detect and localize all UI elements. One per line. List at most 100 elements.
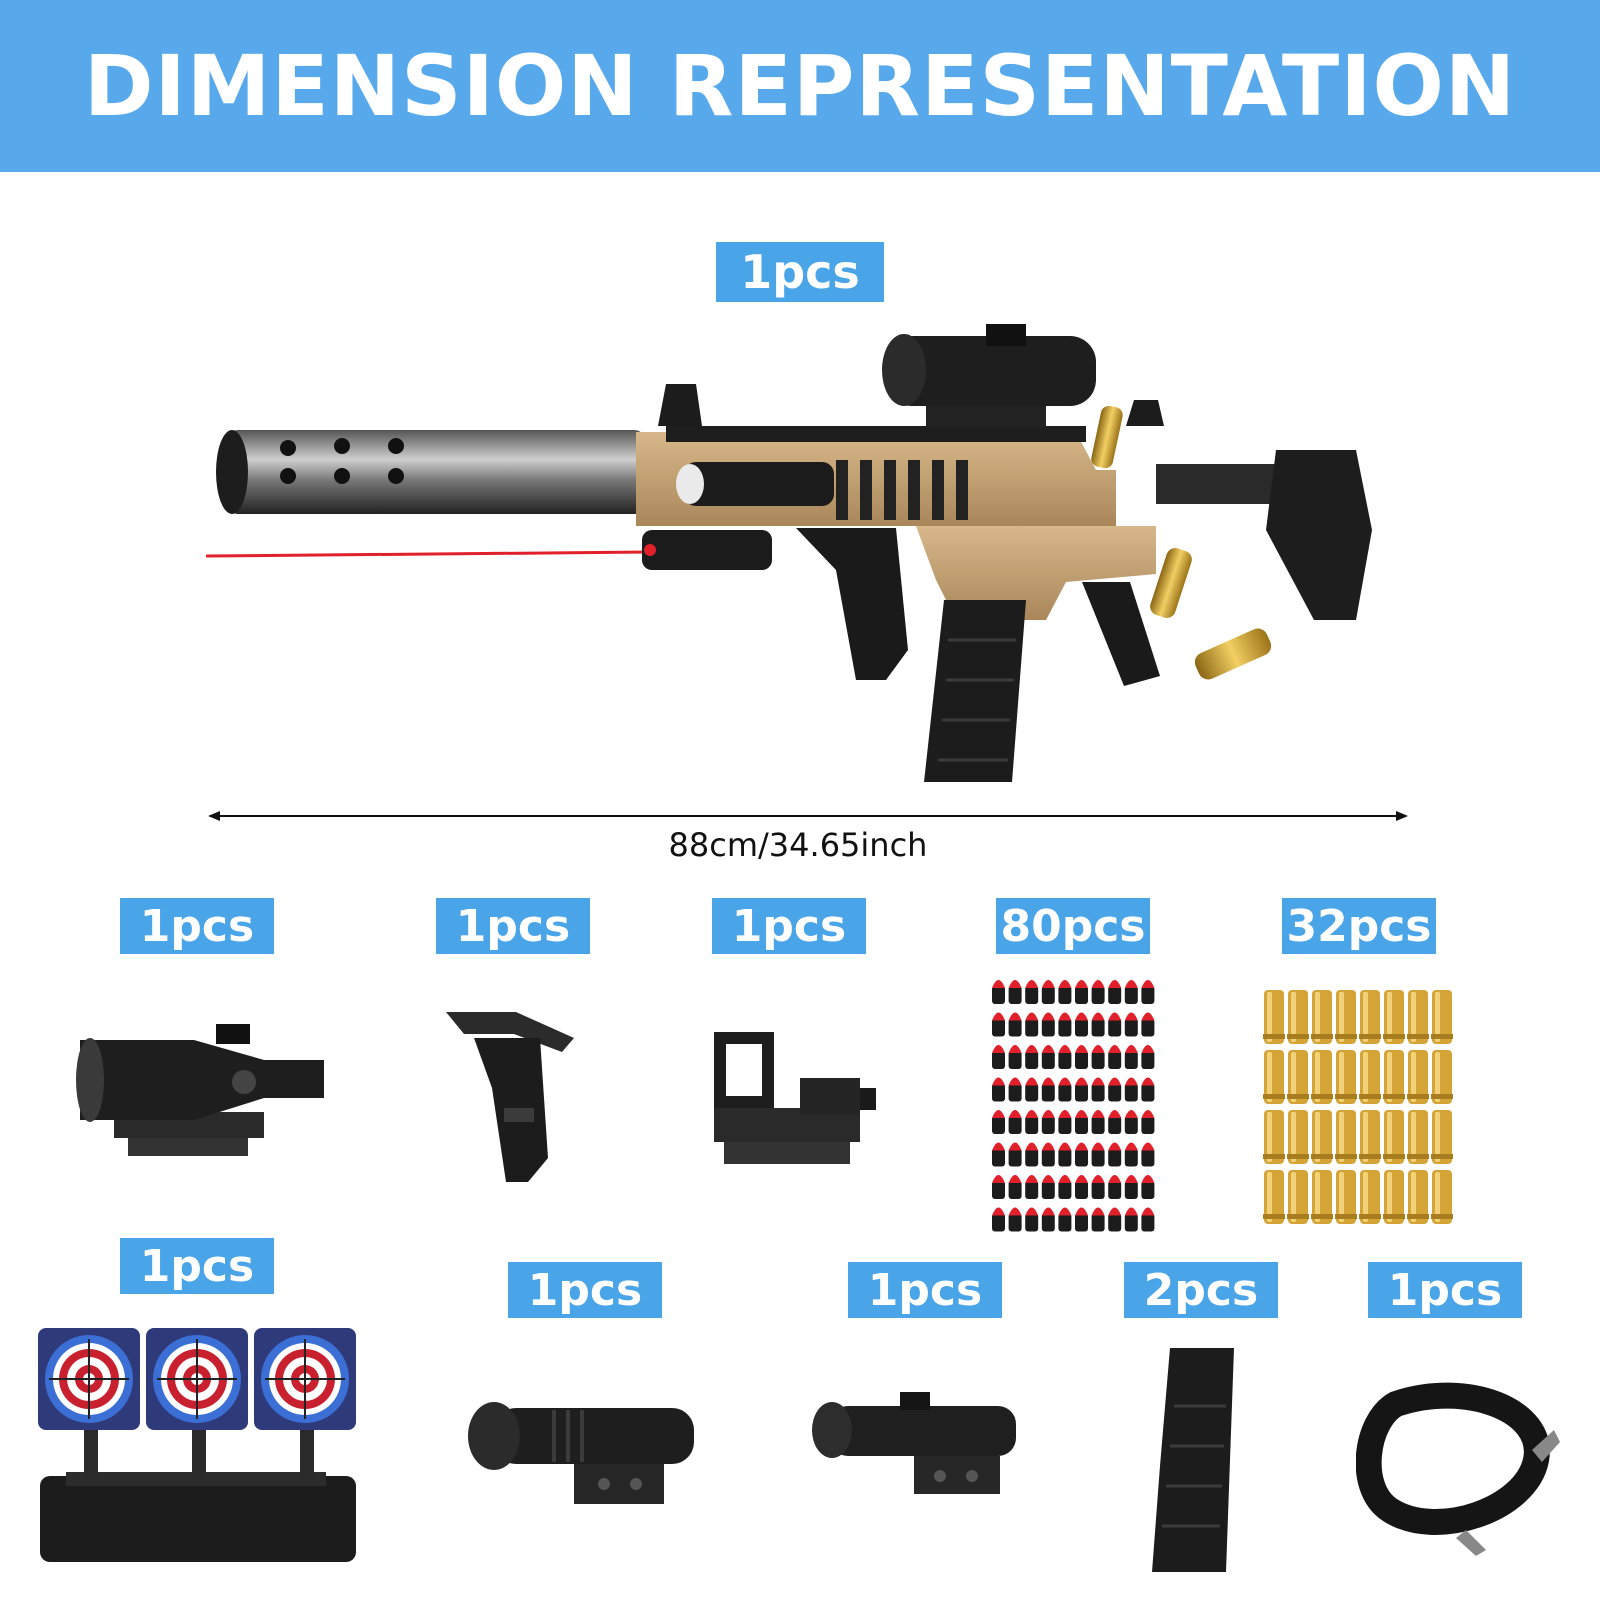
scope-icon (76, 1024, 324, 1156)
foam-dart (1008, 1175, 1022, 1199)
foam-dart (1058, 1142, 1072, 1167)
foam-dart (1025, 980, 1039, 1004)
foam-dart (1075, 1110, 1088, 1134)
shell-casing (1287, 990, 1309, 1044)
foam-dart (1041, 980, 1055, 1004)
shell-casing (1335, 1170, 1357, 1224)
foregrip-quantity-badge: 1pcs (436, 898, 590, 954)
foam-dart (992, 1077, 1005, 1102)
foam-dart (1025, 1175, 1039, 1199)
foam-dart (1058, 1045, 1072, 1069)
foregrip-icon (446, 1012, 574, 1182)
foam-dart (1075, 980, 1088, 1004)
foam-dart (1141, 1012, 1155, 1037)
foam-dart (992, 1142, 1005, 1167)
foam-dart (1025, 1110, 1039, 1134)
shell-casing (1383, 990, 1405, 1044)
foam-dart (1041, 1077, 1055, 1102)
casings-quantity-badge: 32pcs (1282, 898, 1436, 954)
foam-darts-icon (990, 974, 1160, 1241)
foam-dart (992, 980, 1005, 1004)
foam-dart (1108, 1045, 1122, 1069)
foam-dart (1091, 1045, 1105, 1069)
foam-dart (1124, 1045, 1138, 1069)
shell-casing (1335, 1050, 1357, 1104)
foam-dart (1041, 1207, 1055, 1232)
foam-dart (1041, 1175, 1055, 1199)
shell-casing (1311, 990, 1333, 1044)
red-dot-sight-icon (714, 1032, 876, 1164)
main-quantity-badge: 1pcs (716, 242, 884, 302)
foam-dart (1075, 1175, 1088, 1199)
shell-casing (1287, 1170, 1309, 1224)
dimension-arrow (208, 811, 1408, 821)
foam-dart (1108, 1142, 1122, 1167)
shell-casing (1359, 990, 1381, 1044)
foam-dart (1141, 1207, 1155, 1232)
foam-dart (1124, 1175, 1138, 1199)
foam-dart (1124, 1142, 1138, 1167)
foam-dart (1124, 1207, 1138, 1232)
shell-casing (1311, 1050, 1333, 1104)
foam-dart (1091, 1077, 1105, 1102)
red-dot-quantity-badge: 1pcs (712, 898, 866, 954)
shell-casing (1287, 1110, 1309, 1164)
shell-casings-icon (1262, 988, 1458, 1233)
foam-dart (1108, 1012, 1122, 1037)
foam-dart (1041, 1110, 1055, 1134)
foam-dart (1124, 1077, 1138, 1102)
shell-casing (1263, 1050, 1285, 1104)
foam-dart (1124, 980, 1138, 1004)
foam-dart (1058, 1012, 1072, 1037)
foam-dart (1124, 1110, 1138, 1134)
foam-dart (1075, 1012, 1088, 1037)
darts-quantity-badge: 80pcs (996, 898, 1150, 954)
foam-dart (1075, 1142, 1088, 1167)
shell-casing (1431, 1170, 1453, 1224)
foam-dart (1075, 1207, 1088, 1232)
shell-casing (1383, 1170, 1405, 1224)
shell-casing (1359, 1110, 1381, 1164)
foam-dart (1058, 980, 1072, 1004)
foam-dart (1108, 1077, 1122, 1102)
target-icon (38, 1328, 356, 1562)
magazine-icon (1152, 1348, 1234, 1572)
scope-quantity-badge: 1pcs (120, 898, 274, 954)
foam-dart (1075, 1045, 1088, 1069)
shell-casing (1335, 990, 1357, 1044)
foam-dart (1124, 1012, 1138, 1037)
foam-dart (1091, 1207, 1105, 1232)
strap-icon (1356, 1382, 1560, 1556)
shell-casing (1263, 990, 1285, 1044)
foam-dart (1141, 1142, 1155, 1167)
foam-dart (1141, 1045, 1155, 1069)
foam-dart (1108, 1175, 1122, 1199)
foam-dart (1058, 1175, 1072, 1199)
foam-dart (992, 1012, 1005, 1037)
shell-casing (1383, 1050, 1405, 1104)
foam-dart (1141, 1175, 1155, 1199)
toy-rifle-icon (205, 324, 1372, 782)
shell-casing (1431, 1110, 1453, 1164)
foam-dart (1058, 1077, 1072, 1102)
foam-dart (1091, 1142, 1105, 1167)
shell-casing (1287, 1050, 1309, 1104)
laser-icon (812, 1392, 1016, 1494)
foam-dart (1025, 1012, 1039, 1037)
foam-dart (1091, 1110, 1105, 1134)
foam-dart (1008, 980, 1022, 1004)
foam-dart (1008, 1045, 1022, 1069)
foam-dart (1008, 1077, 1022, 1102)
foam-dart (1075, 1077, 1088, 1102)
foam-dart (1058, 1110, 1072, 1134)
foam-dart (1008, 1012, 1022, 1037)
laser-quantity-badge: 1pcs (848, 1262, 1002, 1318)
foam-dart (1041, 1012, 1055, 1037)
target-face (254, 1328, 356, 1430)
foam-dart (1008, 1142, 1022, 1167)
foam-dart (1141, 1077, 1155, 1102)
shell-casing (1263, 1110, 1285, 1164)
shell-casing (1359, 1170, 1381, 1224)
foam-dart (1025, 1142, 1039, 1167)
foam-dart (1025, 1207, 1039, 1232)
